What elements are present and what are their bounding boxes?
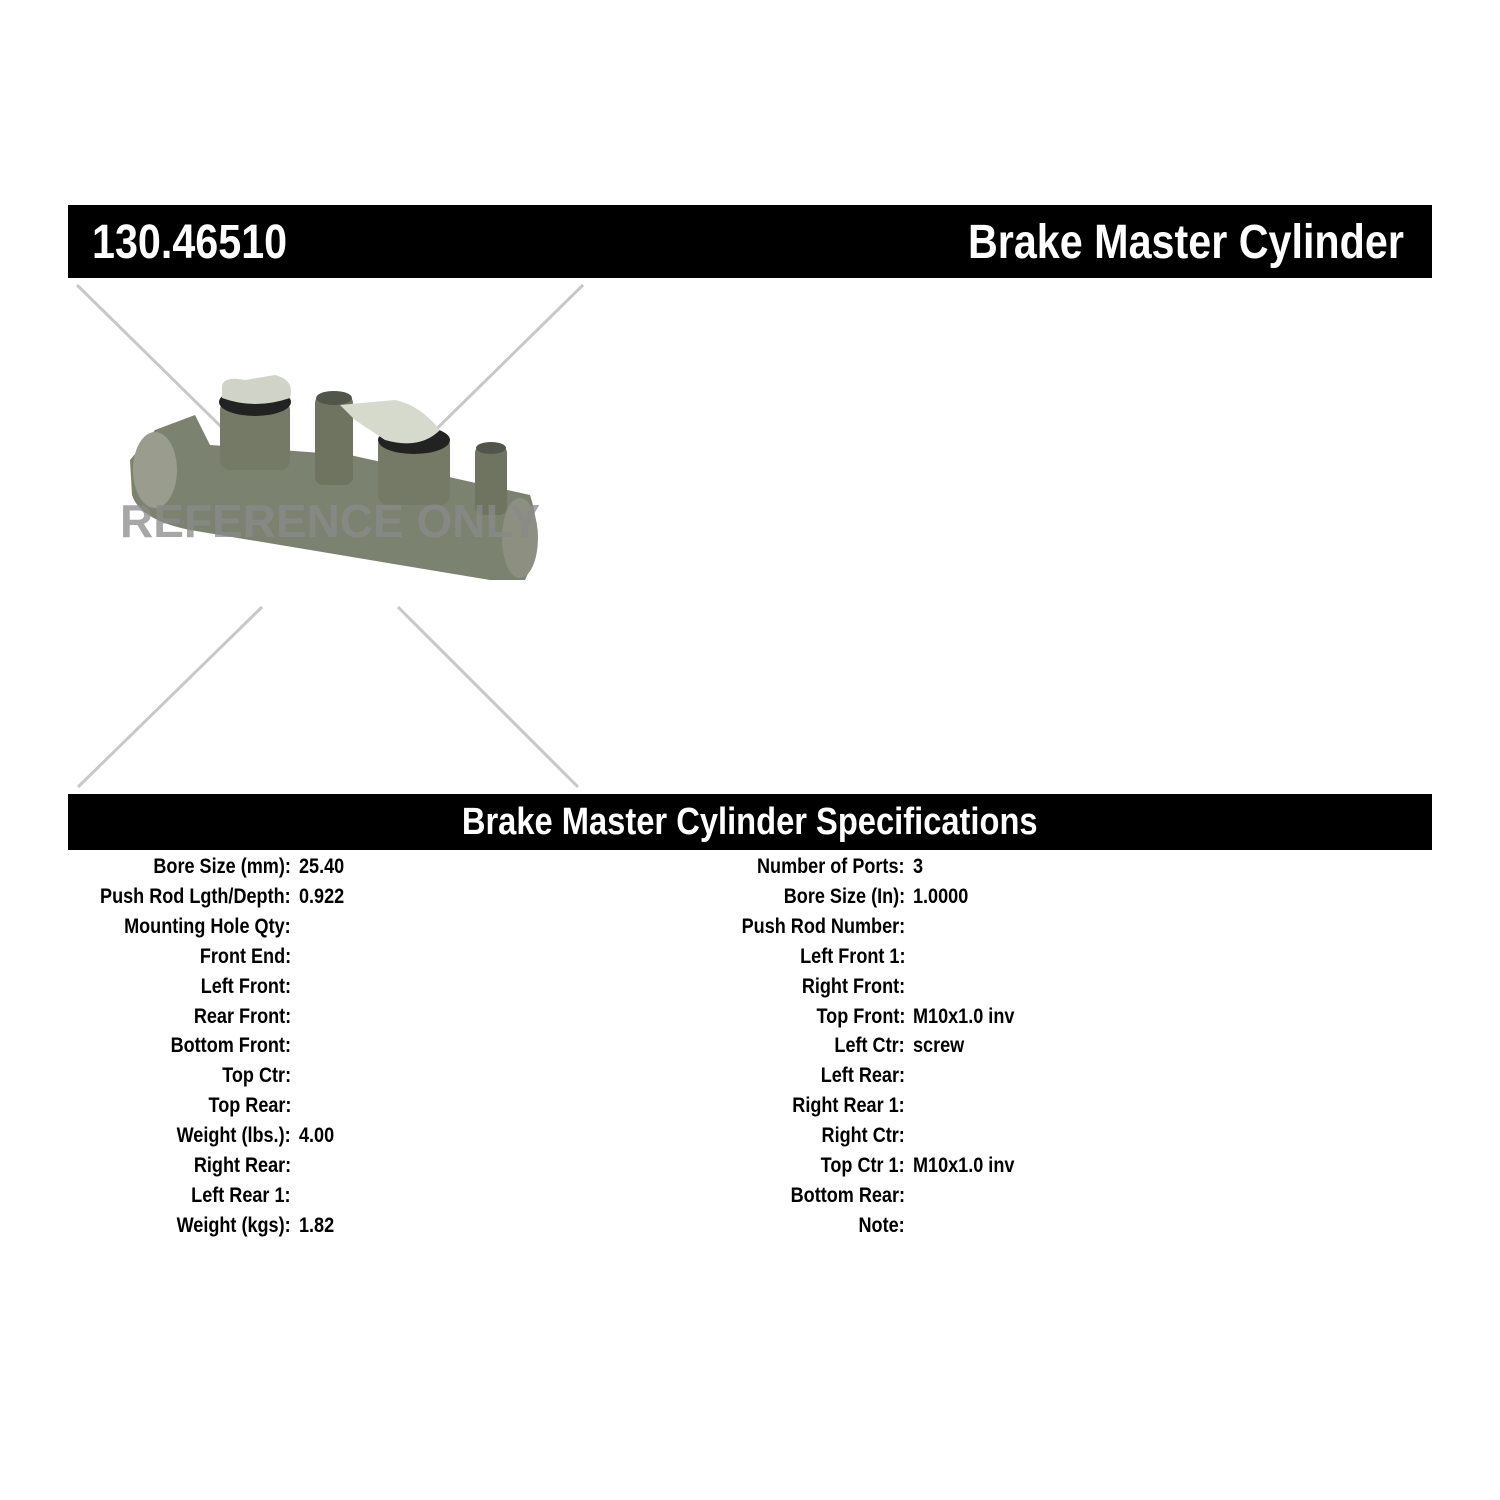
spec-row: Note:	[0, 1214, 905, 1244]
spec-label: Push Rod Lgth/Depth:	[100, 884, 291, 908]
spec-value: 4.00	[299, 1124, 335, 1148]
specs-title-bar: Brake Master Cylinder Specifications	[68, 794, 1432, 850]
spec-row: Front End:	[0, 945, 291, 975]
spec-label: Mounting Hole Qty:	[124, 914, 291, 938]
spec-label: Left Front:	[200, 974, 291, 998]
spec-label: Number of Ports:	[757, 855, 905, 878]
spec-label: Left Front 1:	[799, 944, 905, 968]
spec-label: Rear Front:	[193, 1004, 291, 1028]
spec-row: Left Ctr: screw	[0, 1034, 964, 1064]
spec-label: Top Ctr:	[222, 1064, 291, 1088]
part-number: 130.46510	[92, 216, 288, 269]
spec-row: Bore Size (In): 1.0000	[0, 884, 969, 915]
spec-row: Right Ctr:	[0, 1124, 905, 1154]
product-title: Brake Master Cylinder	[968, 216, 1404, 269]
spec-label: Push Rod Number:	[741, 914, 905, 938]
spec-label: Top Rear:	[208, 1094, 291, 1118]
spec-label: Left Rear 1:	[191, 1183, 291, 1207]
spec-label: Weight (kgs):	[176, 1213, 291, 1237]
spec-label: Right Rear 1:	[792, 1094, 905, 1118]
spec-value: 25.40	[299, 855, 345, 878]
spec-label: Bore Size (In):	[783, 884, 905, 908]
spec-label: Weight (lbs.):	[176, 1124, 291, 1148]
spec-row: Top Ctr:	[0, 1064, 291, 1094]
spec-row: Weight (kgs): 1.82	[0, 1213, 334, 1244]
spec-value: 0.922	[299, 884, 345, 908]
master-cylinder-icon	[130, 375, 538, 580]
spec-row: Bore Size (mm): 25.40	[0, 855, 345, 885]
spec-row: Left Rear:	[0, 1064, 905, 1094]
spec-row: Push Rod Number:	[0, 915, 905, 945]
header-bar: 130.46510 Brake Master Cylinder	[68, 205, 1432, 278]
spec-row: Left Front:	[0, 975, 291, 1005]
spec-label: Left Rear:	[820, 1064, 905, 1088]
spec-row: Top Front: M10x1.0 inv	[0, 1004, 1014, 1035]
spec-value: M10x1.0 inv	[913, 1004, 1015, 1028]
spec-row: Top Rear:	[0, 1094, 291, 1124]
spec-row: Push Rod Lgth/Depth: 0.922	[0, 884, 344, 915]
spec-value: screw	[913, 1034, 965, 1058]
spec-value: 1.0000	[913, 884, 969, 908]
spec-row: Weight (lbs.): 4.00	[0, 1124, 334, 1154]
spec-row: Mounting Hole Qty:	[0, 915, 291, 945]
spec-row: Rear Front:	[0, 1005, 291, 1035]
spec-label: Top Ctr 1:	[821, 1154, 905, 1177]
spec-label: Top Front:	[816, 1004, 905, 1028]
spec-label: Bore Size (mm):	[153, 855, 291, 878]
spec-row: Left Rear 1:	[0, 1184, 291, 1214]
spec-row: Left Front 1:	[0, 945, 905, 975]
spec-label: Right Ctr:	[821, 1124, 905, 1148]
specs-title: Brake Master Cylinder Specifications	[462, 801, 1038, 843]
spec-label: Right Front:	[801, 974, 905, 998]
spec-row: Right Front:	[0, 975, 905, 1005]
spec-value: M10x1.0 inv	[913, 1154, 1015, 1177]
product-image: REFERENCE ONLY	[75, 283, 585, 789]
spec-value: 3	[913, 855, 924, 878]
spec-row: Bottom Front:	[0, 1034, 291, 1064]
spec-label: Bottom Rear:	[790, 1183, 905, 1207]
spec-label: Bottom Front:	[170, 1034, 291, 1058]
spec-row: Bottom Rear:	[0, 1184, 905, 1214]
spec-row: Top Ctr 1: M10x1.0 inv	[0, 1154, 1014, 1184]
spec-row: Right Rear 1:	[0, 1094, 905, 1124]
watermark-text: REFERENCE ONLY	[120, 495, 540, 547]
spec-label: Left Ctr:	[834, 1034, 905, 1058]
spec-value: 1.82	[299, 1213, 335, 1237]
spec-label: Right Rear:	[193, 1154, 291, 1177]
spec-label: Front End:	[199, 944, 291, 968]
spec-row: Right Rear:	[0, 1154, 291, 1184]
spec-row: Number of Ports: 3	[0, 855, 923, 885]
spec-label: Note:	[858, 1213, 905, 1237]
